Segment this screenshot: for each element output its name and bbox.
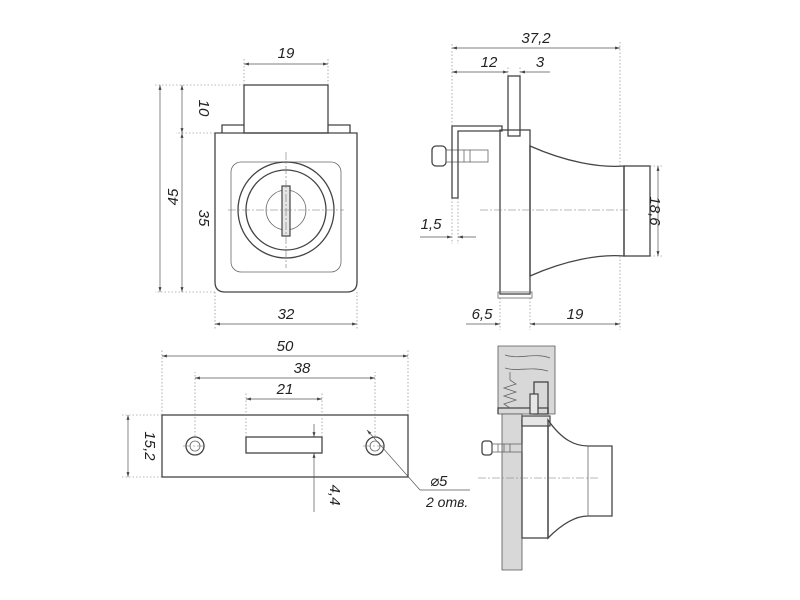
dim-length-65: 6,5 xyxy=(472,306,494,323)
dim-length-3: 3 xyxy=(536,54,545,71)
dim-hole-count: 2 отв. xyxy=(425,494,468,510)
dim-height-total: 45 xyxy=(165,188,182,205)
lock-body-side xyxy=(499,129,531,295)
dim-knob-height: 18,6 xyxy=(646,196,663,226)
dim-height-body: 35 xyxy=(195,210,212,227)
dim-thickness: 1,5 xyxy=(421,216,443,233)
spring xyxy=(502,379,518,409)
screw-head xyxy=(431,145,447,167)
dim-length-12: 12 xyxy=(481,54,498,71)
dim-plate-length: 50 xyxy=(277,338,294,355)
dim-slot-height: 4,4 xyxy=(326,485,343,506)
plate-slot xyxy=(245,436,323,454)
lock-top-shoulder xyxy=(221,124,351,133)
side-view: 37,2 12 3 1,5 18,6 6,5 19 xyxy=(420,30,664,330)
strike-plate-front xyxy=(161,414,409,478)
cabinet-top-panel xyxy=(497,345,556,415)
dim-length-total: 37,2 xyxy=(521,30,551,47)
dim-length-19: 19 xyxy=(567,306,584,323)
door-panel xyxy=(501,413,523,571)
dim-height-top: 10 xyxy=(195,100,212,117)
dim-hole-diameter: ⌀5 xyxy=(430,473,448,490)
front-view: 19 45 10 35 32 xyxy=(155,45,358,330)
plate-view: 50 38 21 15,2 4,4 ⌀5 2 отв. xyxy=(122,338,470,512)
lock-bolt xyxy=(243,84,329,134)
dim-holes-spacing: 38 xyxy=(294,360,311,377)
dim-plate-height: 15,2 xyxy=(141,431,158,461)
lock-body xyxy=(214,132,358,293)
screw-shank xyxy=(445,149,489,163)
knob xyxy=(529,145,625,277)
installed-view xyxy=(478,345,613,571)
installed-knob xyxy=(547,417,613,540)
dim-width-top: 19 xyxy=(278,45,295,62)
knob-cap xyxy=(623,165,651,257)
bolt-tongue xyxy=(507,75,521,137)
dim-slot-length: 21 xyxy=(276,381,294,398)
dim-width-body: 32 xyxy=(278,306,295,323)
